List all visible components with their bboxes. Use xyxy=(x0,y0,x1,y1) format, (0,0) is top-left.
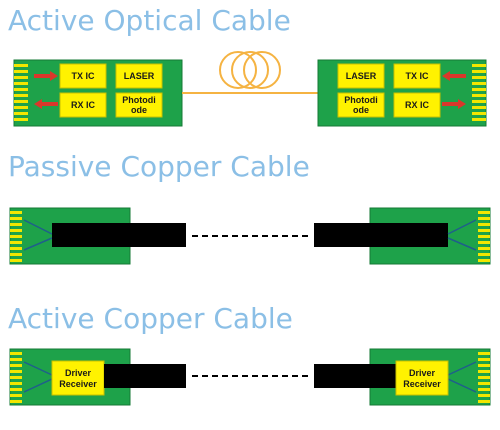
aoc-left-rx-arrow xyxy=(34,99,58,109)
acc-left-receiver-label: Receiver xyxy=(59,379,97,389)
section-title-active-optical: Active Optical Cable xyxy=(8,4,291,37)
pcc-right-traces xyxy=(447,219,477,251)
acc-right-driver-receiver-chip xyxy=(395,360,449,396)
section-title-active-copper: Active Copper Cable xyxy=(8,302,293,335)
aoc-left-laser-chip xyxy=(115,63,163,89)
aoc-left-tx-arrow xyxy=(34,71,58,81)
aoc-right-edge-pads xyxy=(472,64,486,121)
acc-right-driver-label: Driver xyxy=(409,368,436,378)
aoc-left-photodiode-label-2: ode xyxy=(131,105,147,115)
pcc-left-traces xyxy=(23,219,53,251)
section-title-passive-copper: Passive Copper Cable xyxy=(8,150,310,183)
aoc-right-laser-label: LASER xyxy=(346,71,377,81)
pcc-right-module xyxy=(314,207,491,265)
aoc-left-module: TX IC LASER RX IC Photodi ode xyxy=(13,59,183,127)
acc-right-traces xyxy=(447,361,477,393)
acc-right-cable xyxy=(314,364,396,388)
acc-left-driver-label: Driver xyxy=(65,368,92,378)
aoc-right-tx-ic-chip xyxy=(393,63,441,89)
aoc-left-photodiode-label-1: Photodi xyxy=(122,95,156,105)
pcc-right-edge-pads xyxy=(478,211,490,262)
aoc-right-tx-ic-label: TX IC xyxy=(405,71,429,81)
aoc-right-photodiode-label-1: Photodi xyxy=(344,95,378,105)
aoc-left-rx-ic-label: RX IC xyxy=(71,100,96,110)
aoc-right-tx-arrow xyxy=(442,71,466,81)
pcc-left-edge-pads xyxy=(10,211,22,262)
aoc-left-tx-ic-label: TX IC xyxy=(71,71,95,81)
aoc-left-tx-ic-chip xyxy=(59,63,107,89)
aoc-right-rx-arrow xyxy=(442,99,466,109)
aoc-left-photodiode-chip xyxy=(115,92,163,118)
acc-right-receiver-label: Receiver xyxy=(403,379,441,389)
aoc-left-laser-label: LASER xyxy=(124,71,155,81)
acc-right-edge-pads xyxy=(478,352,490,403)
aoc-right-laser-chip xyxy=(337,63,385,89)
aoc-right-photodiode-chip xyxy=(337,92,385,118)
aoc-left-rx-ic-chip xyxy=(59,92,107,118)
pcc-left-cable xyxy=(52,223,186,247)
acc-left-edge-pads xyxy=(10,352,22,403)
aoc-right-rx-ic-label: RX IC xyxy=(405,100,430,110)
acc-left-module: Driver Receiver xyxy=(9,348,131,406)
aoc-right-rx-ic-chip xyxy=(393,92,441,118)
acc-left-driver-receiver-chip xyxy=(51,360,105,396)
aoc-left-edge-pads xyxy=(14,64,28,121)
acc-left-traces xyxy=(23,361,53,393)
optical-fiber xyxy=(182,51,318,94)
aoc-right-module: LASER TX IC Photodi ode RX IC xyxy=(317,59,487,127)
acc-left-cable xyxy=(104,364,186,388)
aoc-right-photodiode-label-2: ode xyxy=(353,105,369,115)
